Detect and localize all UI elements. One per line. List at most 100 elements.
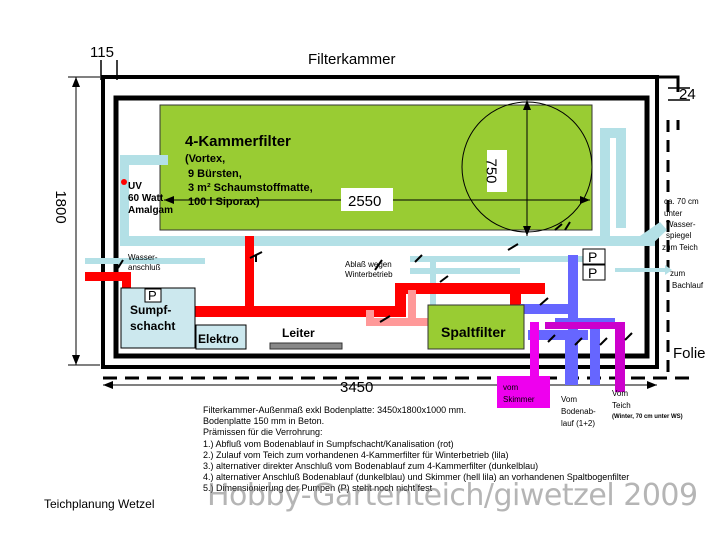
- to-stream-label-2: Bachlauf: [672, 281, 704, 290]
- pipe-light-blue-mid-2: [410, 268, 520, 274]
- pump-top: [582, 248, 606, 265]
- bottom-drain-label-2: Bodenab-: [561, 407, 596, 416]
- note-line: 2.) Zulauf vom Teich zum vorhandenen 4-K…: [203, 449, 509, 460]
- pipe-pink-rise: [408, 290, 416, 326]
- to-pond-label-5: zum Teich: [662, 243, 698, 252]
- foil-label: Folie: [673, 345, 706, 362]
- pipe-skimmer-vertical: [530, 322, 539, 377]
- pipe-blue-horizontal-1: [520, 304, 570, 314]
- pipe-light-blue-outlet: [640, 222, 667, 246]
- watermark: Hobby-Gartenteich/giwetzel 2009: [207, 478, 698, 513]
- pipe-red-from-filter: [245, 236, 254, 316]
- pipe-red-drop: [122, 272, 131, 300]
- pipe-light-blue-main: [120, 236, 655, 246]
- from-pond-note: (Winter, 70 cm unter WS): [612, 414, 683, 420]
- bottom-drain-label-3: lauf (1+2): [561, 419, 595, 428]
- note-line: Bodenplatte 150 mm in Beton.: [203, 416, 325, 427]
- dim-750-label: 750: [483, 158, 500, 183]
- uv-label-2: 60 Watt: [128, 193, 164, 204]
- dim-1800-arrow-bottom: [72, 355, 80, 365]
- water-connection-label-1: Wasser-: [128, 253, 158, 262]
- note-line: 5.) Dimensionierung der Pumpen (P) steht…: [203, 483, 433, 494]
- sieve-filter-label: Spaltfilter: [441, 324, 506, 340]
- credit-label: Teichplanung Wetzel: [44, 497, 155, 511]
- sump-label-2: schacht: [130, 319, 175, 333]
- water-connection-label-2: anschluß: [128, 263, 161, 272]
- pipe-purple-vertical: [615, 322, 625, 392]
- pipe-to-stream-arrow: [665, 265, 672, 275]
- dim-115-label: 115: [90, 44, 114, 61]
- filter-diameter-arrow-top: [523, 100, 531, 110]
- dim-3450-arrow-left: [103, 381, 113, 389]
- filter-diameter-arrow-bottom: [523, 226, 531, 236]
- filter-detail-3: 3 m² Schaumstoffmatte,: [188, 182, 313, 194]
- pump-top-label: P: [588, 249, 597, 265]
- dim-2550-label: 2550: [348, 193, 381, 210]
- from-pond-label-1: Vom: [612, 389, 628, 398]
- sump-pump: [144, 288, 162, 303]
- filter-title: 4-Kammerfilter: [185, 133, 291, 150]
- outer-wall: [101, 75, 659, 369]
- pipe-light-blue-mid: [410, 256, 590, 262]
- electrics-box: [195, 324, 247, 350]
- pipe-pink-horizontal: [366, 318, 430, 326]
- pipe-blue-vertical-3: [590, 318, 600, 385]
- foil-line-top: [656, 75, 680, 130]
- dim-2550-arrow-left: [164, 196, 174, 204]
- pump-bottom-label: P: [588, 265, 597, 281]
- to-pond-label-2: unter: [664, 209, 683, 218]
- note-line: 3.) alternativer direkter Anschluß vom B…: [203, 461, 539, 472]
- uv-pipe-top: [120, 155, 168, 165]
- electrics-label: Elektro: [198, 332, 239, 346]
- note-line: 4.) alternativer Anschluß Bodenablauf (d…: [203, 472, 630, 483]
- dim-750-box: [487, 150, 507, 192]
- dim-2550-box: [341, 188, 393, 211]
- ladder-label: Leiter: [282, 326, 315, 340]
- to-stream-label-1: zum: [670, 269, 685, 278]
- pump-bottom: [582, 264, 606, 281]
- inner-wall: [113, 95, 650, 359]
- uv-indicator-dot: [121, 179, 127, 185]
- pipe-to-stream: [615, 268, 665, 272]
- to-pond-label-3: Wasser-: [666, 220, 696, 229]
- note-line: Filterkammer-Außenmaß exkl Bodenplatte: …: [203, 405, 467, 415]
- notes-block: Filterkammer-Außenmaß exkl Bodenplatte: …: [203, 405, 703, 495]
- sump-label-1: Sumpf-: [130, 303, 171, 317]
- uv-pipe-vertical: [120, 160, 129, 245]
- dim-1800-label: 1800: [52, 190, 69, 223]
- dim-3450-arrow-right: [647, 381, 657, 389]
- from-pond-label-2: Teich: [612, 401, 631, 410]
- dim-2550-arrow-right: [580, 196, 590, 204]
- pipe-light-blue-right-top: [600, 128, 625, 138]
- filter-detail-2: 9 Bürsten,: [188, 168, 242, 180]
- dim-24-label: 24: [679, 86, 696, 103]
- pipe-red-right-drop: [510, 283, 521, 323]
- pipe-purple-horizontal: [545, 322, 625, 329]
- sump-shaft: [120, 287, 196, 349]
- pipe-water-connection: [85, 258, 205, 264]
- note-line: Prämissen für die Verrohrung:: [203, 427, 323, 438]
- pipe-red-horizontal: [195, 306, 405, 317]
- pipe-light-blue-right-vertical: [600, 128, 610, 246]
- skimmer-box: [497, 376, 550, 408]
- sieve-filter: [427, 304, 525, 350]
- pipe-red-top: [395, 283, 545, 294]
- filter-detail-4: 100 l Siporax): [188, 196, 260, 208]
- sump-pump-label: P: [148, 288, 157, 303]
- filter-detail-1: (Vortex,: [185, 153, 225, 165]
- diagram-title: Filterkammer: [308, 51, 396, 68]
- uv-label-3: Amalgam: [128, 205, 173, 216]
- drain-winter-label-1: Ablaß wegen: [345, 260, 392, 269]
- pipe-light-blue-right-vertical-2: [616, 128, 626, 228]
- pipe-red-rise: [395, 283, 406, 317]
- skimmer-label-1: vom: [503, 383, 518, 392]
- to-pond-label-1: ca. 70 cm: [664, 197, 699, 206]
- ladder: [269, 342, 343, 350]
- pipe-blue-horizontal-3: [528, 330, 588, 340]
- pipe-blue-vertical-2: [565, 330, 575, 385]
- pipe-red-inlet: [85, 272, 130, 281]
- valves: [117, 221, 633, 346]
- note-line: 1.) Abfluß vom Bodenablauf in Sumpfschac…: [203, 438, 454, 449]
- skimmer-label-2: Skimmer: [503, 395, 535, 404]
